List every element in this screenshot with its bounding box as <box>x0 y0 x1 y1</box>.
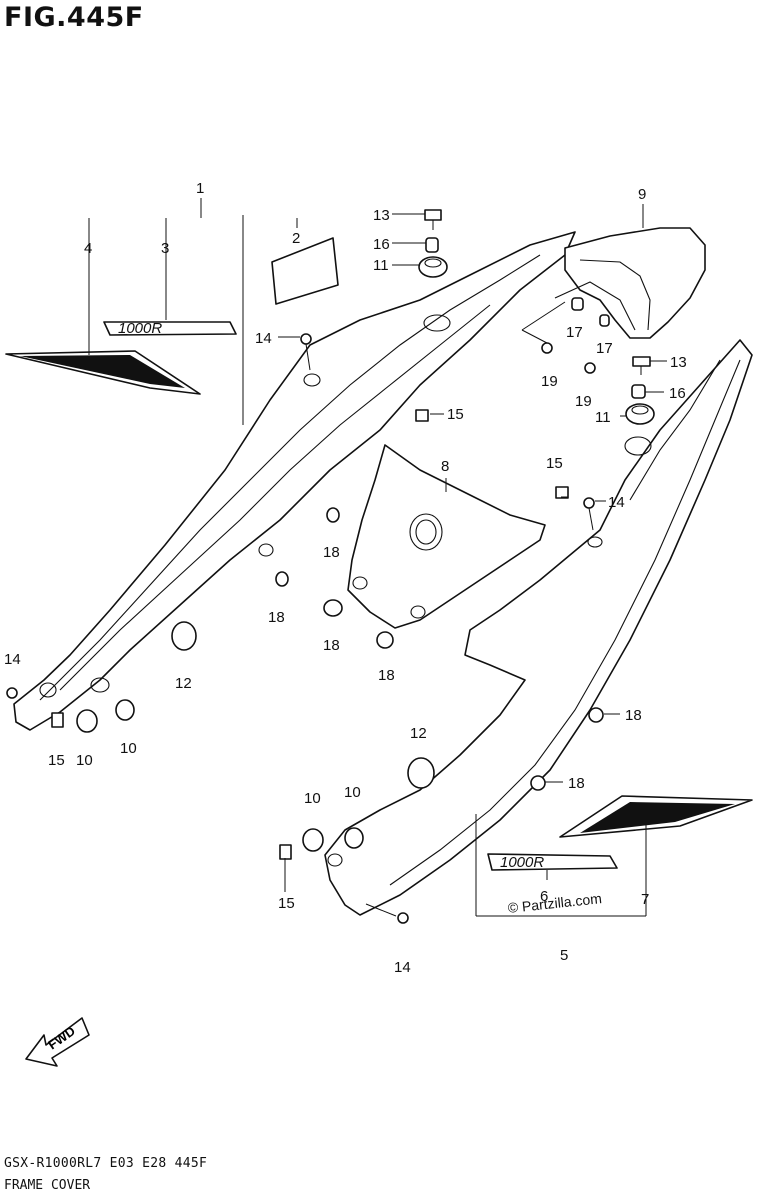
part-1-left-frame-cover <box>13 231 576 731</box>
callout-13b: 13 <box>670 354 687 371</box>
callout-18c: 18 <box>323 637 340 654</box>
part-7-stripe-decal <box>559 795 753 838</box>
part-9-tail-cowl <box>554 227 706 339</box>
fwd-arrow: FWD <box>25 1017 90 1067</box>
callout-10b: 10 <box>120 740 137 757</box>
callout-10a: 10 <box>76 752 93 769</box>
callout-18f: 18 <box>568 775 585 792</box>
part-8-center-panel <box>347 444 546 629</box>
part-6-emblem-decal: 1000R <box>487 853 618 871</box>
callout-labels: 1 2 3 4 5 6 7 8 9 10 10 10 10 11 11 12 1… <box>4 180 687 976</box>
part-4-stripe-decal <box>5 350 201 395</box>
callout-19b: 19 <box>575 393 592 410</box>
callout-17b: 17 <box>596 340 613 357</box>
callout-15d: 15 <box>278 895 295 912</box>
callout-3: 3 <box>161 240 169 257</box>
callout-14a: 14 <box>255 330 272 347</box>
callout-18d: 18 <box>378 667 395 684</box>
callout-11b: 11 <box>595 409 611 426</box>
decal-text-left: 1000R <box>118 320 162 337</box>
callout-18e: 18 <box>625 707 642 724</box>
callout-1: 1 <box>196 180 204 197</box>
callout-14b: 14 <box>608 494 625 511</box>
callout-14d: 14 <box>394 959 411 976</box>
callout-14c: 14 <box>4 651 21 668</box>
callout-10c: 10 <box>304 790 321 807</box>
figure-caption: FRAME COVER <box>4 1178 91 1193</box>
callout-17a: 17 <box>566 324 583 341</box>
model-code: GSX-R1000RL7 E03 E28 445F <box>4 1156 208 1171</box>
callout-18a: 18 <box>323 544 340 561</box>
callout-7: 7 <box>641 891 649 908</box>
callout-15a: 15 <box>447 406 464 423</box>
callout-16b: 16 <box>669 385 686 402</box>
callout-10d: 10 <box>344 784 361 801</box>
callout-11a: 11 <box>373 257 389 274</box>
callout-18b: 18 <box>268 609 285 626</box>
part-5-right-frame-cover <box>324 339 753 916</box>
figure-title: FIG.445F <box>4 2 144 33</box>
callout-12a: 12 <box>175 675 192 692</box>
decal-text-right: 1000R <box>500 854 544 871</box>
callout-12b: 12 <box>410 725 427 742</box>
callout-13a: 13 <box>373 207 390 224</box>
callout-8: 8 <box>441 458 449 475</box>
callout-9: 9 <box>638 186 646 203</box>
callout-5: 5 <box>560 947 568 964</box>
callout-15c: 15 <box>48 752 65 769</box>
callout-19a: 19 <box>541 373 558 390</box>
callout-4: 4 <box>84 240 92 257</box>
callout-15b: 15 <box>546 455 563 472</box>
part-2-pad <box>271 237 339 305</box>
callout-6: 6 <box>540 888 548 905</box>
part-3-emblem-decal: 1000R <box>103 320 237 337</box>
leader-lines <box>88 198 667 917</box>
hardware-parts <box>6 209 655 924</box>
callout-2: 2 <box>292 230 300 247</box>
callout-16a: 16 <box>373 236 390 253</box>
